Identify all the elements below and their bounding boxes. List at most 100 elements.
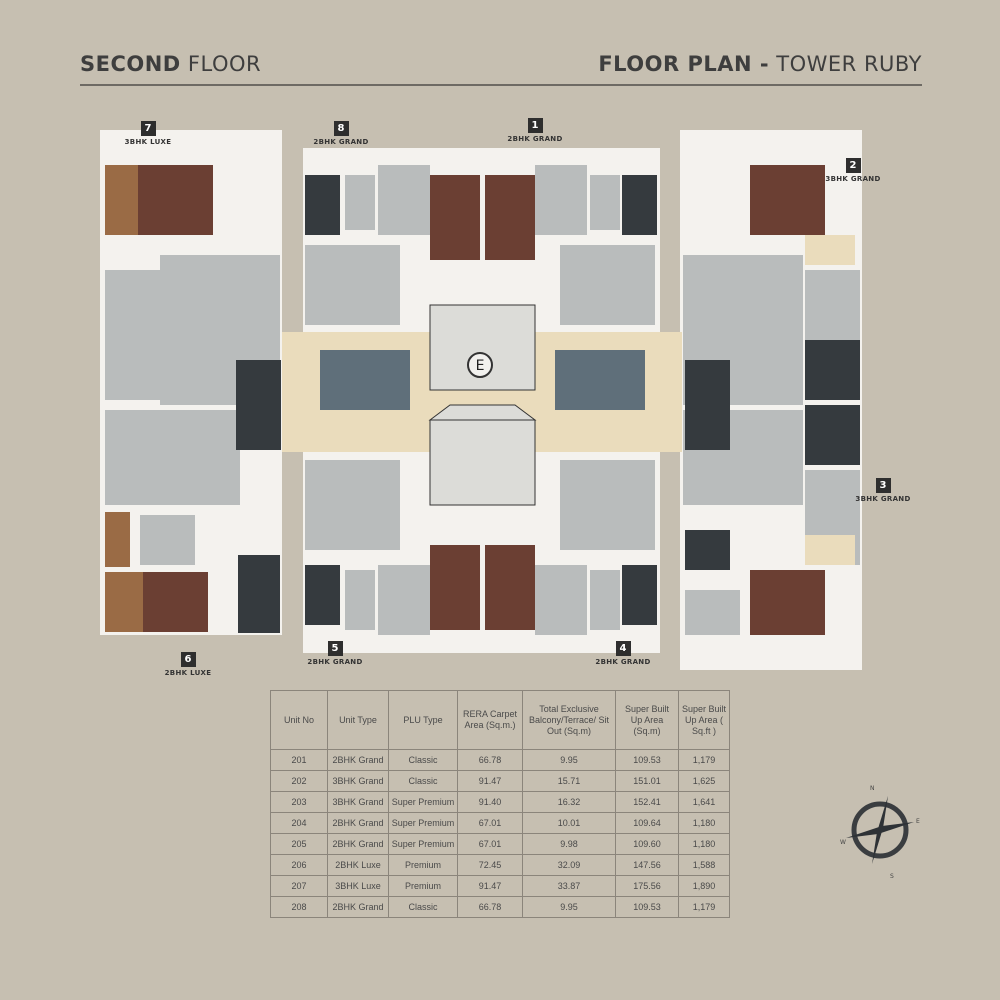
plan-corridor bbox=[805, 535, 855, 565]
lift-marker-letter: E bbox=[476, 358, 485, 374]
plan-room bbox=[622, 565, 657, 625]
plan-lobby-bevel bbox=[428, 404, 537, 421]
plan-room bbox=[805, 405, 860, 465]
table-cell: 72.45 bbox=[457, 854, 523, 876]
table-cell: 91.47 bbox=[457, 770, 523, 792]
table-cell: Classic bbox=[388, 896, 458, 918]
table-cell: 1,641 bbox=[678, 791, 730, 813]
col-balcony: Total Exclusive Balcony/Terrace/ Sit Out… bbox=[522, 690, 616, 750]
table-cell: 16.32 bbox=[522, 791, 616, 813]
table-cell: Super Premium bbox=[388, 833, 458, 855]
plan-room bbox=[685, 590, 740, 635]
table-cell: 1,625 bbox=[678, 770, 730, 792]
plan-room bbox=[378, 565, 430, 635]
table-cell: 9.95 bbox=[522, 749, 616, 771]
col-super-sqm: Super Built Up Area (Sq.m) bbox=[615, 690, 679, 750]
table-cell: 3BHK Grand bbox=[327, 791, 389, 813]
plan-room bbox=[305, 460, 400, 550]
plan-lift bbox=[685, 360, 730, 450]
table-cell: 109.53 bbox=[615, 896, 679, 918]
col-super-sqft: Super Built Up Area ( Sq.ft ) bbox=[678, 690, 730, 750]
col-plu-type: PLU Type bbox=[388, 690, 458, 750]
table-cell: 1,180 bbox=[678, 812, 730, 834]
table-cell: 33.87 bbox=[522, 875, 616, 897]
table-cell: 109.53 bbox=[615, 749, 679, 771]
table-cell: Classic bbox=[388, 770, 458, 792]
table-cell: Super Premium bbox=[388, 791, 458, 813]
table-cell: 205 bbox=[270, 833, 328, 855]
table-cell: 15.71 bbox=[522, 770, 616, 792]
table-cell: 208 bbox=[270, 896, 328, 918]
table-cell: 66.78 bbox=[457, 896, 523, 918]
compass-n: N bbox=[870, 785, 875, 792]
plan-bedroom bbox=[750, 165, 825, 235]
table-cell: 2BHK Luxe bbox=[327, 854, 389, 876]
compass-s: S bbox=[890, 873, 894, 880]
table-cell: 10.01 bbox=[522, 812, 616, 834]
table-cell: 2BHK Grand bbox=[327, 896, 389, 918]
table-cell: 203 bbox=[270, 791, 328, 813]
plan-room bbox=[345, 175, 375, 230]
compass-ring bbox=[851, 801, 909, 859]
unit-area-table: Unit No Unit Type PLU Type RERA Carpet A… bbox=[270, 690, 730, 918]
compass-e: E bbox=[916, 818, 920, 825]
plan-room bbox=[105, 270, 160, 400]
plan-bedroom bbox=[143, 572, 208, 632]
floor-title: SECOND FLOOR bbox=[80, 52, 262, 76]
table-cell: 91.47 bbox=[457, 875, 523, 897]
table-cell: 204 bbox=[270, 812, 328, 834]
table-cell: 91.40 bbox=[457, 791, 523, 813]
table-cell: 2BHK Grand bbox=[327, 833, 389, 855]
plan-lift bbox=[685, 530, 730, 570]
plan-room bbox=[305, 245, 400, 325]
plan-room bbox=[305, 565, 340, 625]
plan-room bbox=[140, 515, 195, 565]
table-cell: 1,588 bbox=[678, 854, 730, 876]
plan-room bbox=[805, 270, 860, 340]
plan-lift bbox=[236, 360, 281, 450]
table-cell: 109.60 bbox=[615, 833, 679, 855]
table-cell: 207 bbox=[270, 875, 328, 897]
table-cell: Classic bbox=[388, 749, 458, 771]
plan-bedroom bbox=[430, 175, 480, 260]
plan-balcony bbox=[105, 572, 143, 632]
table-cell: 152.41 bbox=[615, 791, 679, 813]
table-cell: 9.98 bbox=[522, 833, 616, 855]
lift-marker bbox=[467, 352, 493, 378]
plan-bedroom bbox=[750, 570, 825, 635]
plan-room bbox=[345, 570, 375, 630]
plan-room bbox=[560, 460, 655, 550]
table-cell: 147.56 bbox=[615, 854, 679, 876]
plan-room bbox=[378, 165, 430, 235]
plan-lift bbox=[238, 555, 280, 633]
plan-lobby-bottom bbox=[429, 419, 536, 506]
table-cell: 1,890 bbox=[678, 875, 730, 897]
table-cell: 1,179 bbox=[678, 749, 730, 771]
table-cell: 175.56 bbox=[615, 875, 679, 897]
table-cell: 3BHK Luxe bbox=[327, 875, 389, 897]
table-cell: Premium bbox=[388, 875, 458, 897]
compass-w: W bbox=[840, 839, 846, 846]
table-cell: 201 bbox=[270, 749, 328, 771]
plan-room bbox=[622, 175, 657, 235]
table-cell: 9.95 bbox=[522, 896, 616, 918]
table-cell: 202 bbox=[270, 770, 328, 792]
table-cell: 1,179 bbox=[678, 896, 730, 918]
table-cell: 1,180 bbox=[678, 833, 730, 855]
table-cell: 206 bbox=[270, 854, 328, 876]
plan-bedroom bbox=[485, 175, 535, 260]
